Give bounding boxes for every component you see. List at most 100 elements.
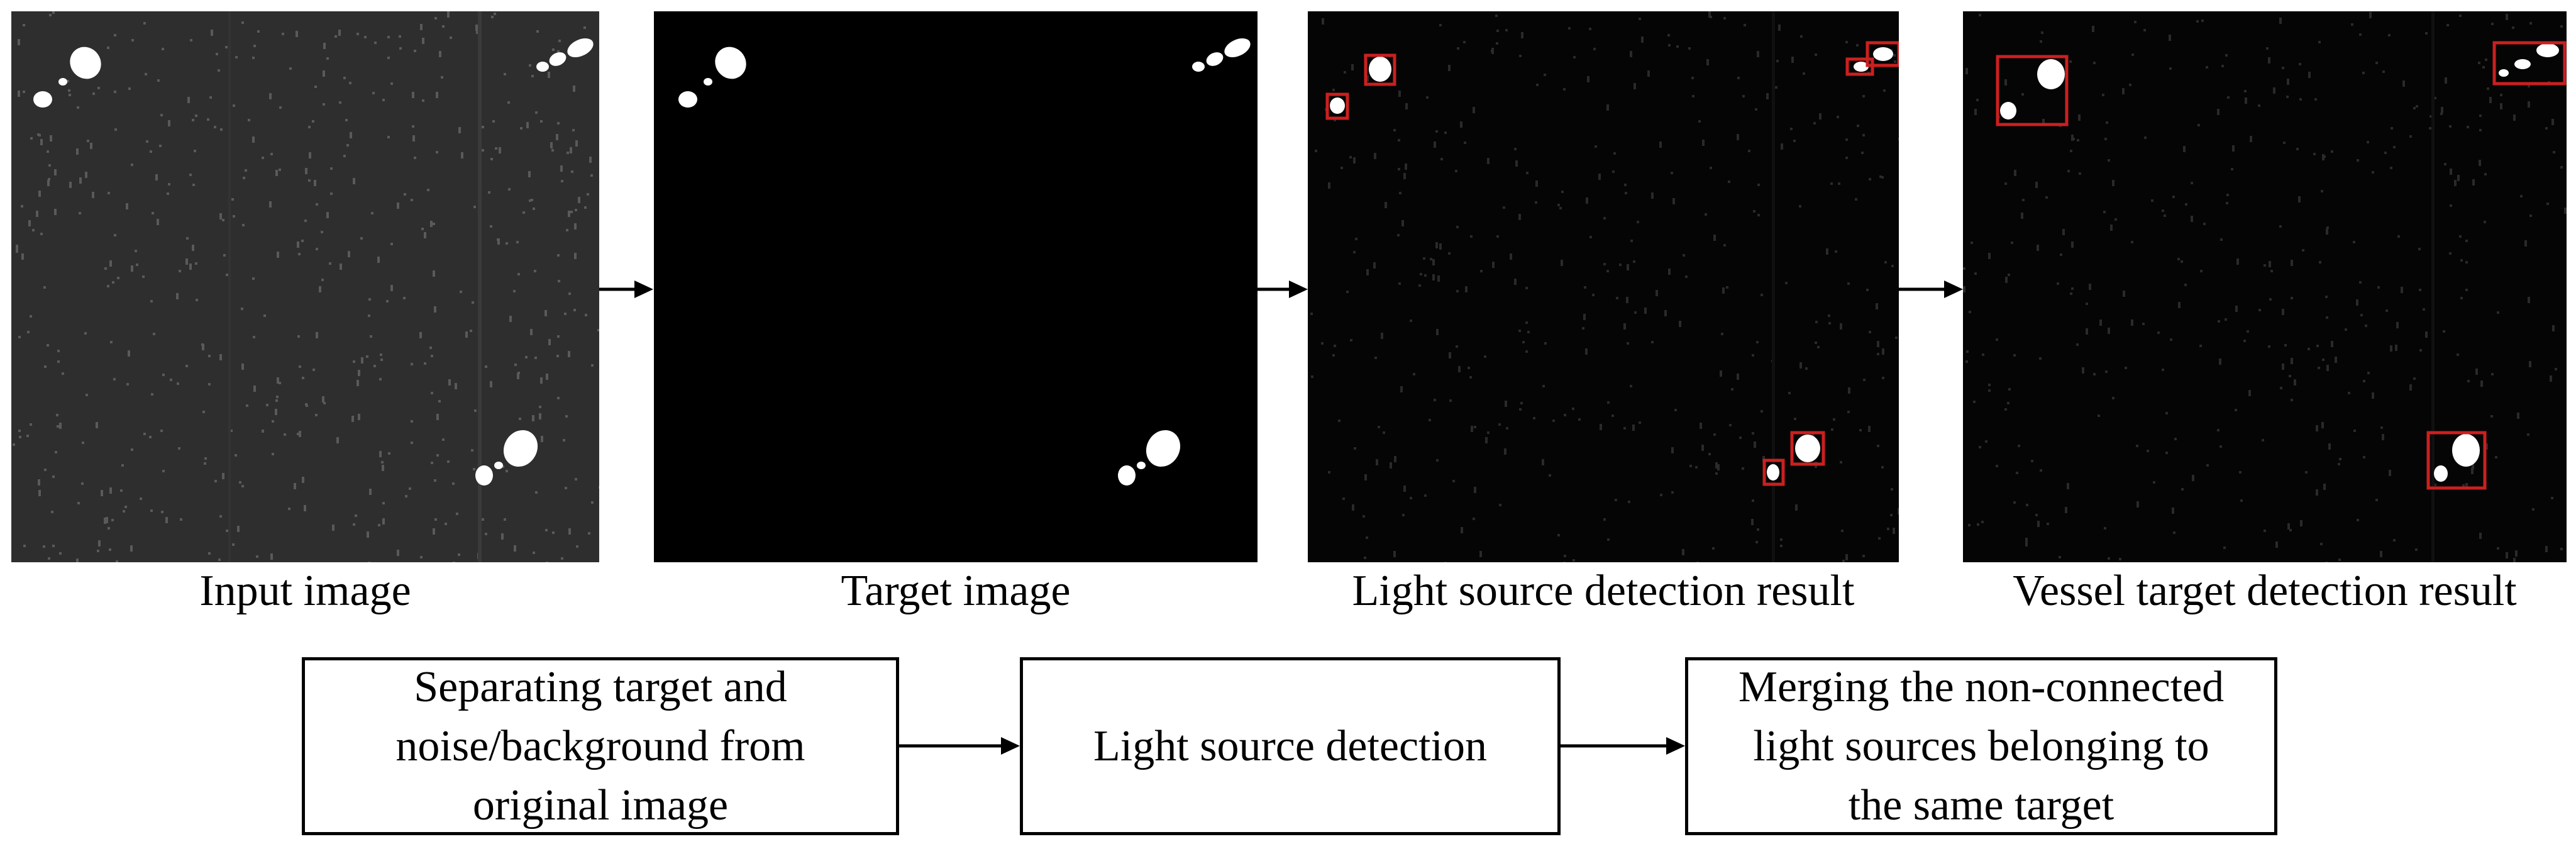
- noise-speck: [114, 128, 117, 131]
- noise-speck: [2040, 40, 2042, 43]
- noise-speck: [1679, 321, 1681, 327]
- noise-speck: [2108, 159, 2110, 162]
- noise-speck: [1781, 143, 1783, 150]
- noise-speck: [441, 76, 443, 79]
- noise-speck: [2040, 469, 2042, 472]
- noise-speck: [565, 415, 568, 418]
- noise-speck: [47, 150, 49, 153]
- noise-speck: [492, 120, 495, 123]
- noise-speck: [2357, 519, 2359, 521]
- noise-speck: [2018, 445, 2020, 447]
- noise-speck: [2226, 202, 2228, 204]
- noise-speck: [1877, 353, 1879, 355]
- noise-speck: [1561, 191, 1564, 193]
- noise-speck: [552, 48, 555, 51]
- noise-speck: [16, 250, 18, 253]
- noise-speck: [160, 114, 163, 116]
- noise-speck: [196, 299, 198, 301]
- noise-speck: [160, 430, 163, 432]
- noise-speck: [424, 362, 426, 365]
- noise-speck: [208, 383, 211, 386]
- noise-speck: [179, 270, 181, 272]
- noise-speck: [57, 425, 59, 428]
- noise-speck: [195, 262, 197, 265]
- noise-speck: [1321, 342, 1324, 345]
- noise-speck: [1439, 24, 1442, 26]
- noise-speck: [299, 365, 301, 368]
- noise-speck: [546, 374, 548, 380]
- noise-speck: [245, 169, 247, 172]
- noise-speck: [2060, 253, 2062, 256]
- noise-speck: [2235, 306, 2238, 312]
- noise-speck: [1535, 180, 1538, 187]
- noise-speck: [2079, 172, 2081, 175]
- noise-speck: [1349, 156, 1352, 158]
- noise-speck: [536, 30, 539, 33]
- noise-speck: [131, 39, 134, 42]
- noise-speck: [539, 413, 541, 419]
- noise-speck: [2099, 319, 2102, 326]
- noise-speck: [2480, 380, 2483, 387]
- noise-speck: [54, 209, 57, 215]
- noise-speck: [101, 490, 103, 496]
- noise-speck: [412, 125, 414, 128]
- noise-speck: [434, 518, 437, 521]
- noise-speck: [288, 508, 290, 510]
- noise-speck: [2191, 216, 2193, 222]
- noise-speck: [2258, 104, 2260, 107]
- noise-speck: [2185, 203, 2187, 206]
- noise-speck: [1979, 446, 1981, 448]
- noise-speck: [427, 189, 429, 191]
- noise-speck: [219, 515, 222, 518]
- noise-speck: [2331, 341, 2333, 347]
- step-merging-light-sources: Merging the non-connected light sources …: [1685, 657, 2277, 835]
- noise-speck: [2004, 79, 2007, 86]
- noise-speck: [1706, 59, 1709, 65]
- noise-speck: [1828, 314, 1830, 317]
- noise-speck: [475, 25, 478, 31]
- noise-speck: [2248, 390, 2251, 396]
- noise-speck: [1315, 150, 1317, 152]
- noise-speck: [2181, 260, 2183, 263]
- noise-speck: [1351, 64, 1354, 70]
- noise-speck: [319, 286, 321, 292]
- noise-speck: [232, 543, 235, 546]
- noise-speck: [563, 439, 565, 441]
- noise-speck: [2551, 497, 2553, 499]
- noise-speck: [226, 274, 228, 276]
- noise-speck: [2318, 41, 2321, 43]
- noise-speck: [2123, 291, 2125, 297]
- noise-speck: [1828, 322, 1831, 325]
- arrow-right-icon: [1899, 280, 1963, 298]
- noise-speck: [207, 118, 209, 121]
- noise-speck: [507, 101, 510, 104]
- noise-speck: [1660, 494, 1662, 496]
- noise-speck: [514, 364, 517, 366]
- noise-speck: [1744, 24, 1746, 26]
- noise-speck: [1623, 323, 1626, 330]
- noise-speck: [121, 464, 124, 467]
- noise-speck: [379, 451, 382, 457]
- noise-speck: [456, 513, 458, 515]
- noise-speck: [1435, 242, 1438, 248]
- noise-speck: [2131, 53, 2134, 56]
- noise-speck: [2231, 168, 2233, 170]
- noise-speck: [1514, 148, 1517, 150]
- noise-speck: [192, 119, 194, 121]
- noise-speck: [2143, 29, 2146, 31]
- noise-speck: [374, 42, 377, 44]
- noise-speck: [157, 79, 160, 82]
- noise-speck: [275, 170, 278, 176]
- noise-speck: [2220, 238, 2223, 241]
- noise-speck: [86, 394, 88, 396]
- noise-speck: [1410, 319, 1412, 322]
- noise-speck: [529, 199, 531, 202]
- noise-speck: [422, 99, 424, 102]
- noise-speck: [149, 436, 152, 438]
- noise-speck: [2472, 179, 2475, 186]
- noise-speck: [28, 220, 31, 226]
- noise-speck: [1525, 350, 1528, 353]
- noise-speck: [1857, 125, 1859, 127]
- noise-speck: [2005, 277, 2008, 283]
- noise-speck: [2339, 458, 2341, 460]
